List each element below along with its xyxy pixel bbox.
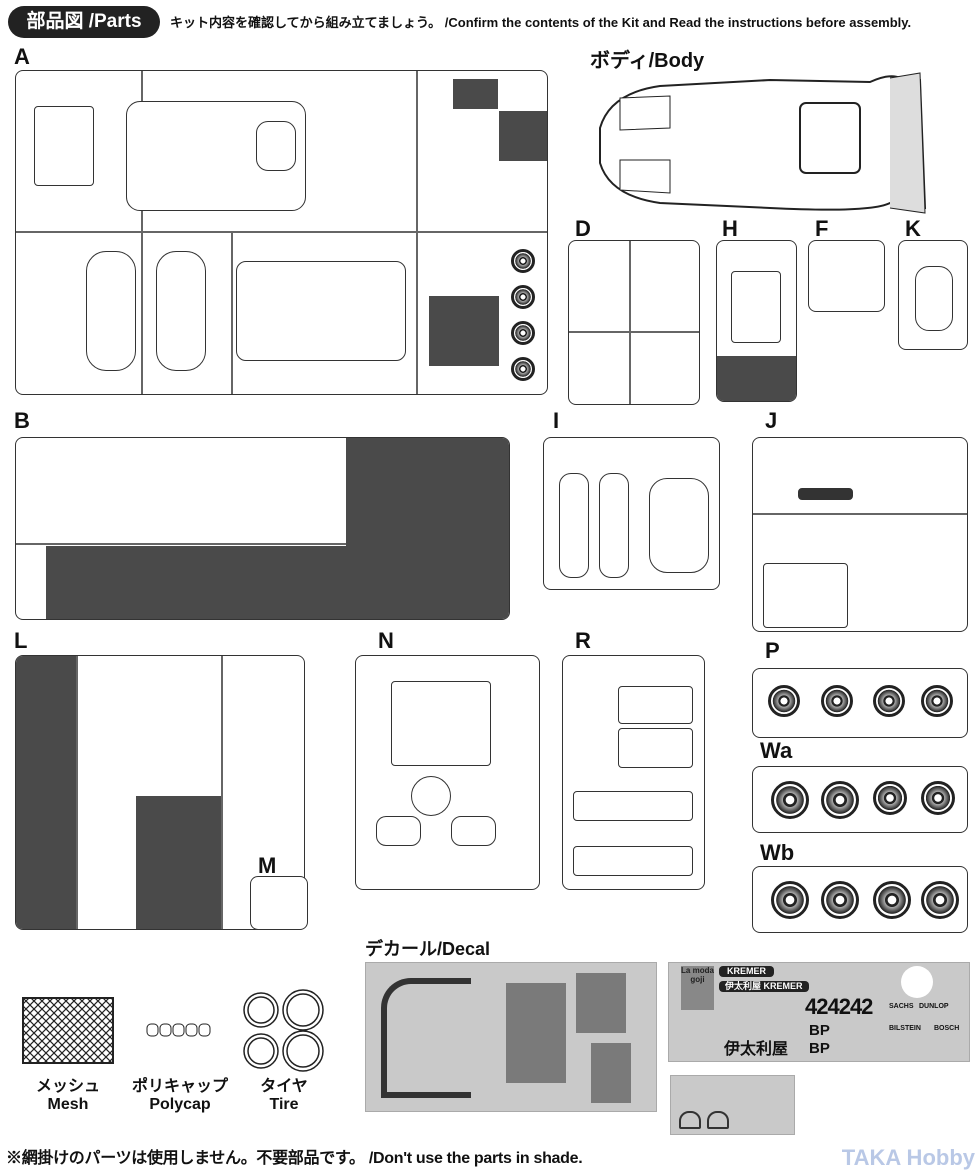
decal-bosch: BOSCH <box>934 1025 960 1032</box>
body-label: ボディ/Body <box>590 50 705 72</box>
decal-number: 424242 <box>805 994 873 1019</box>
sprue-k <box>898 240 968 350</box>
sprue-h <box>716 240 797 402</box>
shade-note: ※網掛けのパーツは使用しません。不要部品です。 /Don't use the p… <box>6 1150 583 1167</box>
sprue-m-label: M <box>258 853 277 878</box>
sprue-i <box>543 437 720 590</box>
decal-bp-2: BP <box>809 1040 830 1057</box>
sprue-f <box>808 240 885 312</box>
goji-logo: La moda goji <box>681 966 714 1010</box>
decal-sheet-markings: La moda goji KREMER 伊太利屋 KREMER 424242 B… <box>668 962 970 1062</box>
polycap-part <box>146 1023 211 1037</box>
decal-sheet-body <box>365 962 657 1112</box>
decal-sachs: SACHS <box>889 1003 914 1010</box>
sprue-d-label: D <box>575 216 591 241</box>
sprue-a <box>15 70 548 395</box>
decal-bilstein: BILSTEIN <box>889 1025 921 1032</box>
decal-itariya: 伊太利屋 <box>724 1041 789 1058</box>
sprue-b <box>15 437 510 620</box>
sprue-r-label: R <box>575 628 591 653</box>
sprue-p <box>752 668 968 738</box>
sprue-f-label: F <box>815 216 829 241</box>
decal-itariya-kremer: 伊太利屋 KREMER <box>719 981 809 992</box>
sprue-m <box>250 876 308 930</box>
sprue-r <box>562 655 705 890</box>
tire-parts <box>243 989 324 1072</box>
sprue-k-label: K <box>905 216 921 241</box>
body-drawing <box>599 72 927 214</box>
decal-sheet-small <box>670 1075 795 1135</box>
sprue-b-label: B <box>14 408 30 433</box>
sprue-h-label: H <box>722 216 738 241</box>
sprue-j <box>752 437 968 632</box>
sprue-l-label: L <box>14 628 28 653</box>
sprue-wb-label: Wb <box>760 840 795 865</box>
sprue-n <box>355 655 540 890</box>
sprue-wa-label: Wa <box>760 738 793 763</box>
decal-title: デカール/Decal <box>365 939 491 959</box>
sprue-i-label: I <box>553 408 560 433</box>
sprue-a-label: A <box>14 44 30 69</box>
decal-dunlop: DUNLOP <box>919 1003 949 1010</box>
sprue-d <box>568 240 700 405</box>
sprue-p-label: P <box>765 638 780 663</box>
sprue-wb <box>752 866 968 933</box>
sprue-n-label: N <box>378 628 394 653</box>
sprue-j-label: J <box>765 408 778 433</box>
watermark: TAKA Hobby <box>841 1145 975 1170</box>
parts-title-badge: 部品図 /Parts <box>8 6 160 38</box>
sprue-wa <box>752 766 968 833</box>
mesh-part <box>22 997 114 1064</box>
decal-bp: BP <box>809 1022 830 1039</box>
instruction-text: キット内容を確認してから組み立てましょう。 /Confirm the conte… <box>170 15 912 30</box>
decal-kremer: KREMER <box>719 966 775 977</box>
